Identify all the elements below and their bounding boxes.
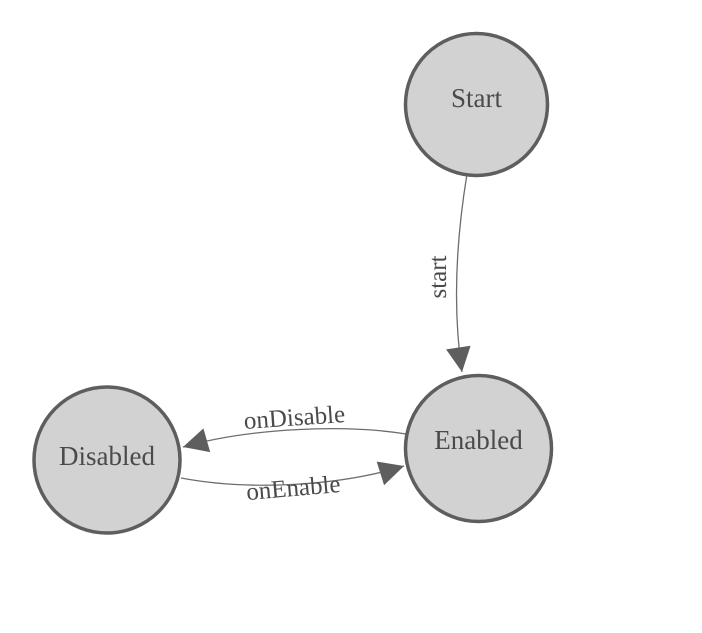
state-circle-enabled[interactable] (403, 373, 554, 524)
state-circle-disabled[interactable] (32, 385, 182, 535)
state-label-enabled: Enabled (434, 425, 523, 455)
edge-label-onenable: onEnable (245, 471, 341, 506)
state-label-start: Start (451, 83, 502, 113)
edge-label-start: start (425, 255, 452, 298)
transition-edge-ondisable[interactable]: onDisable (182, 401, 407, 453)
edge-label-ondisable: onDisable (243, 401, 346, 435)
transition-edge-onenable[interactable]: onEnable (180, 461, 405, 506)
transition-edge-start[interactable]: start (425, 173, 471, 373)
state-node-enabled[interactable]: Enabled (403, 373, 554, 524)
state-node-disabled[interactable]: Disabled (32, 385, 182, 535)
state-node-start[interactable]: Start (403, 31, 550, 178)
state-circle-start[interactable] (403, 31, 550, 178)
edge-path-onenable[interactable] (180, 461, 405, 486)
state-label-disabled: Disabled (59, 441, 155, 471)
edge-path-ondisable[interactable] (182, 428, 407, 453)
edge-path-start[interactable] (446, 173, 471, 373)
